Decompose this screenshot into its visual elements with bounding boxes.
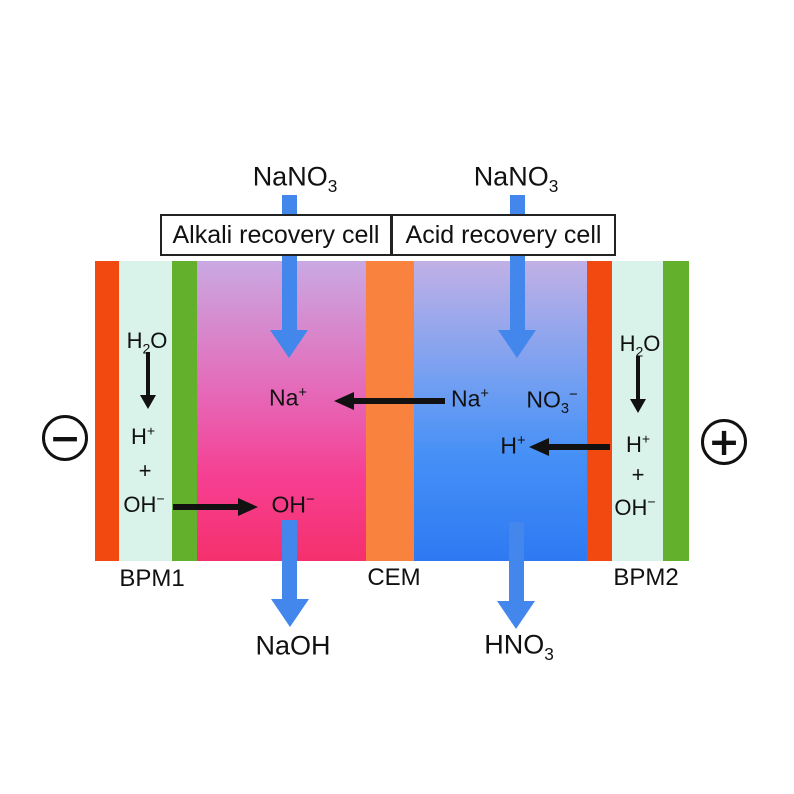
plus-icon: + [708, 420, 740, 464]
formula-base: NaNO [473, 161, 549, 192]
na-transfer-arrow-shaft [354, 398, 445, 404]
h-plus-label-acid: H+ [500, 432, 526, 459]
h-transfer-arrow-shaft [549, 444, 610, 450]
naoh-output-label: NaOH [255, 630, 331, 661]
bpm1-cation-layer [95, 261, 119, 561]
naoh-output-arrow-shaft [282, 520, 297, 600]
dissociation-arrow-left-shaft [146, 352, 150, 397]
oh-minus-label-alkali: OH− [271, 491, 315, 518]
formula-base: NaNO [252, 161, 328, 192]
h-plus-label-bpm1: H+ [130, 422, 156, 449]
h2o-label-left: H2O [126, 328, 168, 357]
cem-label: CEM [367, 564, 421, 591]
hno3-output-label: HNO3 [484, 629, 554, 664]
feed-arrow-right-head-icon [498, 330, 536, 358]
na-plus-label-alkali: Na+ [268, 384, 308, 411]
cathode-electrode: − [42, 415, 88, 461]
plus-sign-bpm2: + [631, 462, 645, 487]
bpm1-water-junction [119, 261, 172, 561]
feed-label-right: NaNO3 [473, 161, 559, 195]
naoh-output-arrow-head-icon [271, 599, 309, 627]
alkali-cell-title-box: Alkali recovery cell [160, 214, 392, 256]
oh-minus-label-bpm2: OH− [614, 493, 656, 520]
formula-sub: 3 [327, 175, 338, 196]
plus-sign-bpm1: + [138, 458, 152, 483]
oh-minus-label-bpm1: OH− [123, 490, 165, 517]
h-plus-label-bpm2: H+ [625, 430, 651, 457]
na-plus-label-acid: Na+ [450, 385, 490, 412]
feed-arrow-left-head-icon [270, 330, 308, 358]
minus-icon: − [49, 416, 81, 460]
bpm1-label: BPM1 [119, 565, 185, 592]
hno3-output-arrow-head-icon [497, 601, 535, 629]
hno3-output-arrow-shaft [509, 522, 524, 602]
acid-cell-title-box: Acid recovery cell [391, 214, 616, 256]
bpm2-label: BPM2 [613, 564, 679, 591]
dissociation-arrow-left-head-icon [140, 395, 156, 409]
bpm1-anion-layer [172, 261, 197, 561]
h2o-label-right: H2O [619, 331, 661, 360]
cem-membrane [366, 261, 414, 561]
h-transfer-arrow-head-icon [529, 438, 549, 456]
alkali-recovery-compartment [197, 261, 366, 561]
anode-electrode: + [701, 419, 747, 465]
formula-sub: 3 [548, 175, 559, 196]
bpm2-anion-layer [663, 261, 689, 561]
oh-transfer-arrow-shaft [173, 504, 238, 510]
no3-minus-label-acid: NO3− [526, 386, 578, 418]
dissociation-arrow-right-shaft [636, 356, 640, 401]
feed-label-left: NaNO3 [252, 161, 338, 195]
acid-cell-title: Acid recovery cell [405, 220, 602, 249]
bpm2-cation-layer [587, 261, 612, 561]
oh-transfer-arrow-head-icon [238, 498, 258, 516]
alkali-cell-title: Alkali recovery cell [172, 220, 380, 249]
na-transfer-arrow-head-icon [334, 392, 354, 410]
dissociation-arrow-right-head-icon [630, 399, 646, 413]
acid-recovery-compartment [414, 261, 587, 561]
